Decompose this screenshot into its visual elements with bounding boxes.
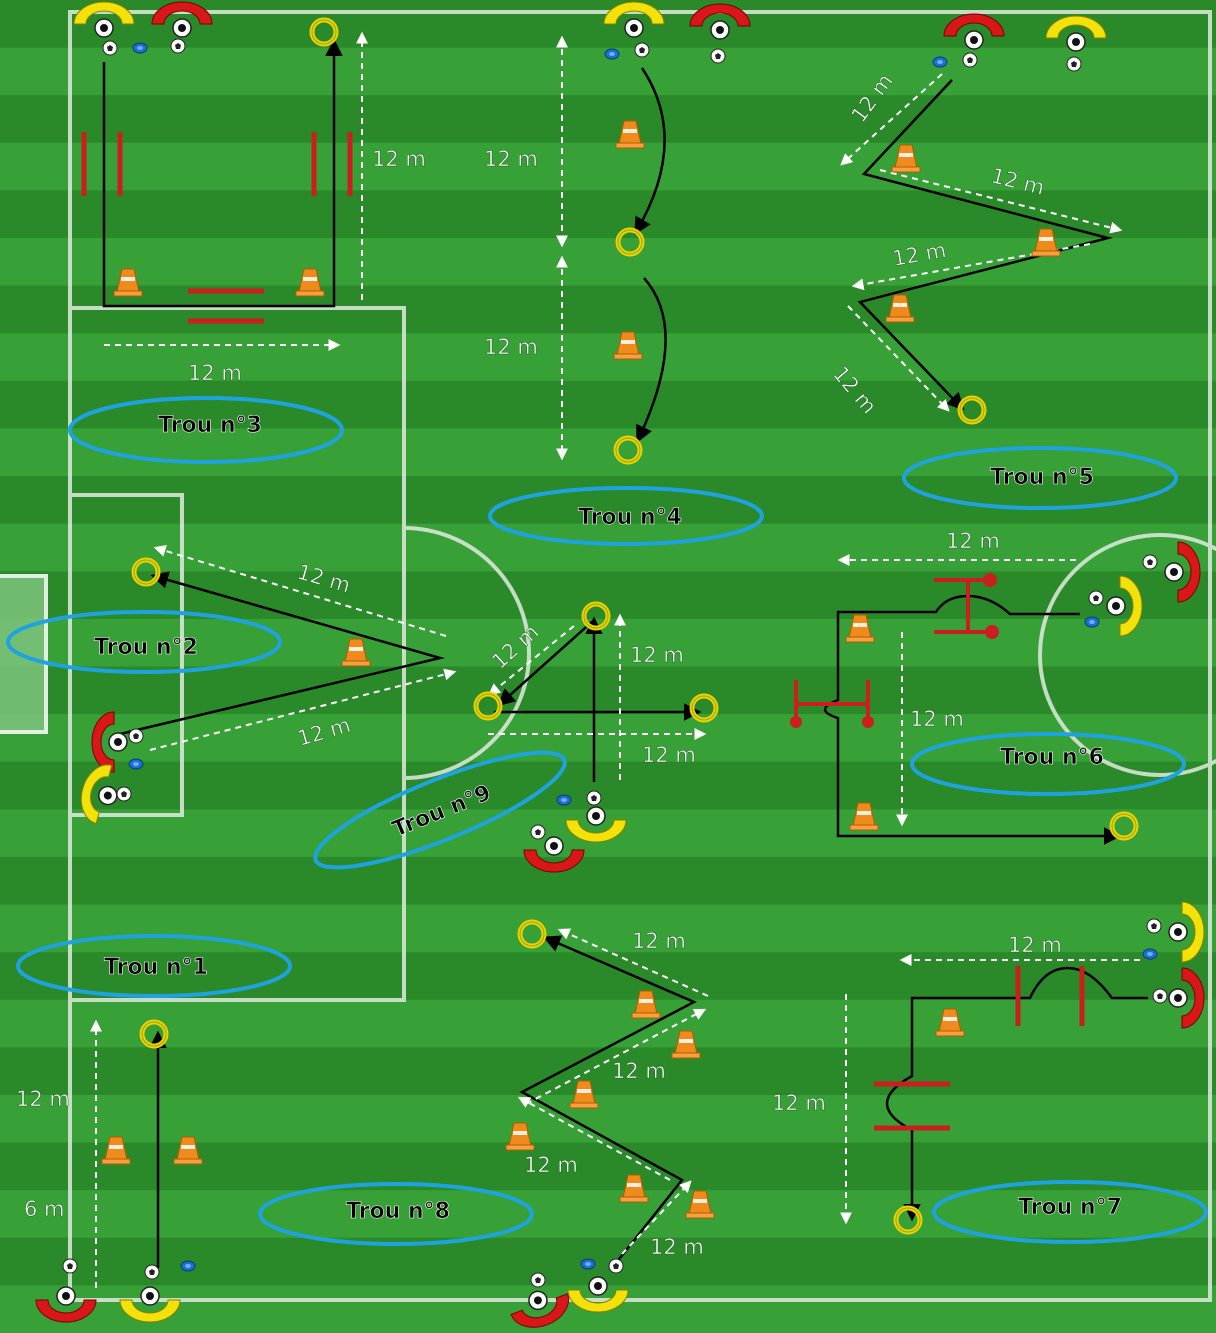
distance-label: 12 m [642, 743, 696, 767]
distance-label: 12 m [650, 1235, 704, 1259]
grass-stripe [0, 1047, 1216, 1096]
distance-label: 12 m [484, 335, 538, 359]
distance-label: 12 m [16, 1087, 70, 1111]
distance-label: 12 m [188, 361, 242, 385]
grass-stripe [0, 1000, 1216, 1049]
grass-stripe [0, 1095, 1216, 1144]
hole-3-label: Trou n°3 [158, 413, 262, 438]
distance-label: 12 m [484, 147, 538, 171]
hole-7-label: Trou n°7 [1018, 1195, 1122, 1220]
distance-label: 12 m [946, 529, 1000, 553]
hole-8-label: Trou n°8 [346, 1199, 450, 1224]
distance-label: 12 m [632, 929, 686, 953]
grass-stripe [0, 95, 1216, 144]
hole-6-label: Trou n°6 [1000, 745, 1104, 770]
grass-stripe [0, 857, 1216, 906]
hole-4-label: Trou n°4 [578, 505, 682, 530]
grass-stripe [0, 333, 1216, 382]
distance-label: 12 m [910, 707, 964, 731]
hole-1-label: Trou n°1 [104, 955, 208, 980]
distance-label: 12 m [524, 1153, 578, 1177]
distance-label: 6 m [24, 1197, 65, 1221]
grass-stripe [0, 1238, 1216, 1287]
hole-2-label: Trou n°2 [94, 635, 198, 660]
distance-label: 12 m [1008, 933, 1062, 957]
distance-label: 12 m [772, 1091, 826, 1115]
distance-label: 12 m [612, 1059, 666, 1083]
distance-label: 12 m [372, 147, 426, 171]
grass-stripe [0, 238, 1216, 287]
hole-5-label: Trou n°5 [990, 465, 1094, 490]
distance-label: 12 m [630, 643, 684, 667]
